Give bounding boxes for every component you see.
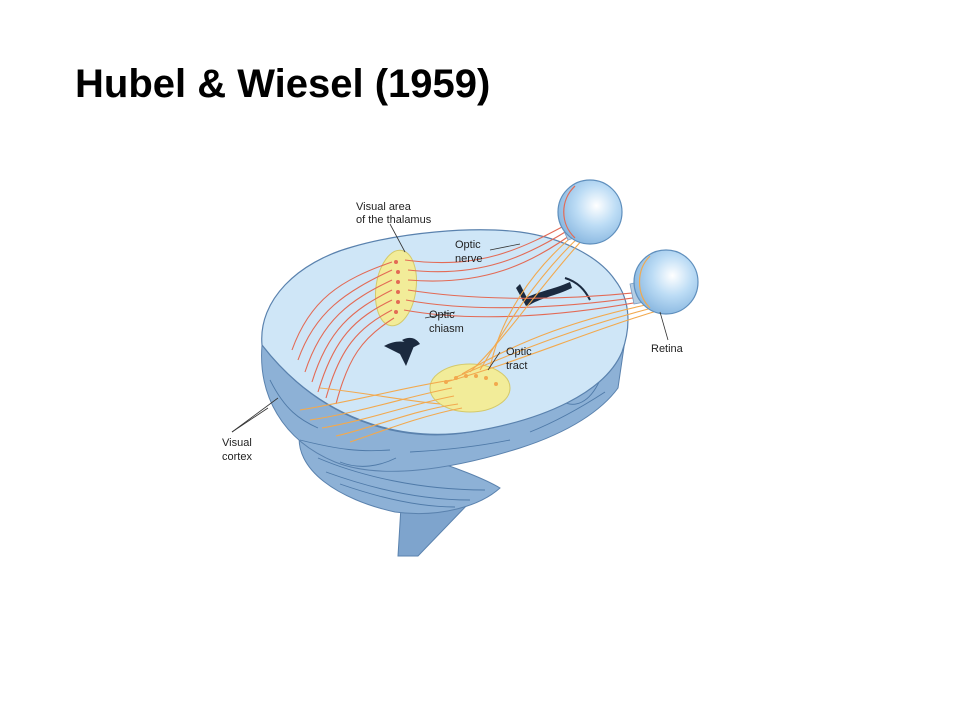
ventricle-branch [516, 284, 530, 306]
ventricle-right-tip [402, 337, 420, 348]
brain-top-surface [261, 229, 629, 435]
retina-right [563, 185, 576, 239]
retina-left [638, 255, 651, 309]
label-visual-cortex-line2: cortex [222, 451, 252, 463]
label-thalamus-line1: Visual area [356, 201, 412, 213]
label-optic-nerve-line2: nerve [455, 253, 483, 265]
label-optic-tract-line2: tract [506, 360, 527, 372]
label-optic-tract-line1: Optic [506, 346, 532, 358]
label-visual-cortex-line1: Visual [222, 437, 252, 449]
eyeball-right [557, 179, 623, 245]
ventricle-small [564, 277, 591, 301]
cerebellum-folds [317, 457, 486, 508]
tract-nucleus [429, 363, 511, 413]
fibers-orange [299, 229, 661, 443]
label-optic-nerve-line1: Optic [455, 239, 481, 251]
thalamus-synapses [394, 260, 400, 314]
label-optic-chiasm-line2: chiasm [429, 323, 464, 335]
label-retina: Retina [651, 343, 684, 355]
brain-side [261, 339, 626, 472]
label-thalamus-line2: of the thalamus [356, 214, 432, 226]
lateral-ventricle [522, 282, 572, 306]
eyeball-left [633, 249, 699, 315]
tract-synapses [444, 374, 498, 386]
third-ventricle [384, 341, 414, 366]
leader-lines [231, 223, 669, 433]
slide-title: Hubel & Wiesel (1959) [75, 62, 491, 106]
label-optic-chiasm-line1: Optic [429, 309, 455, 321]
